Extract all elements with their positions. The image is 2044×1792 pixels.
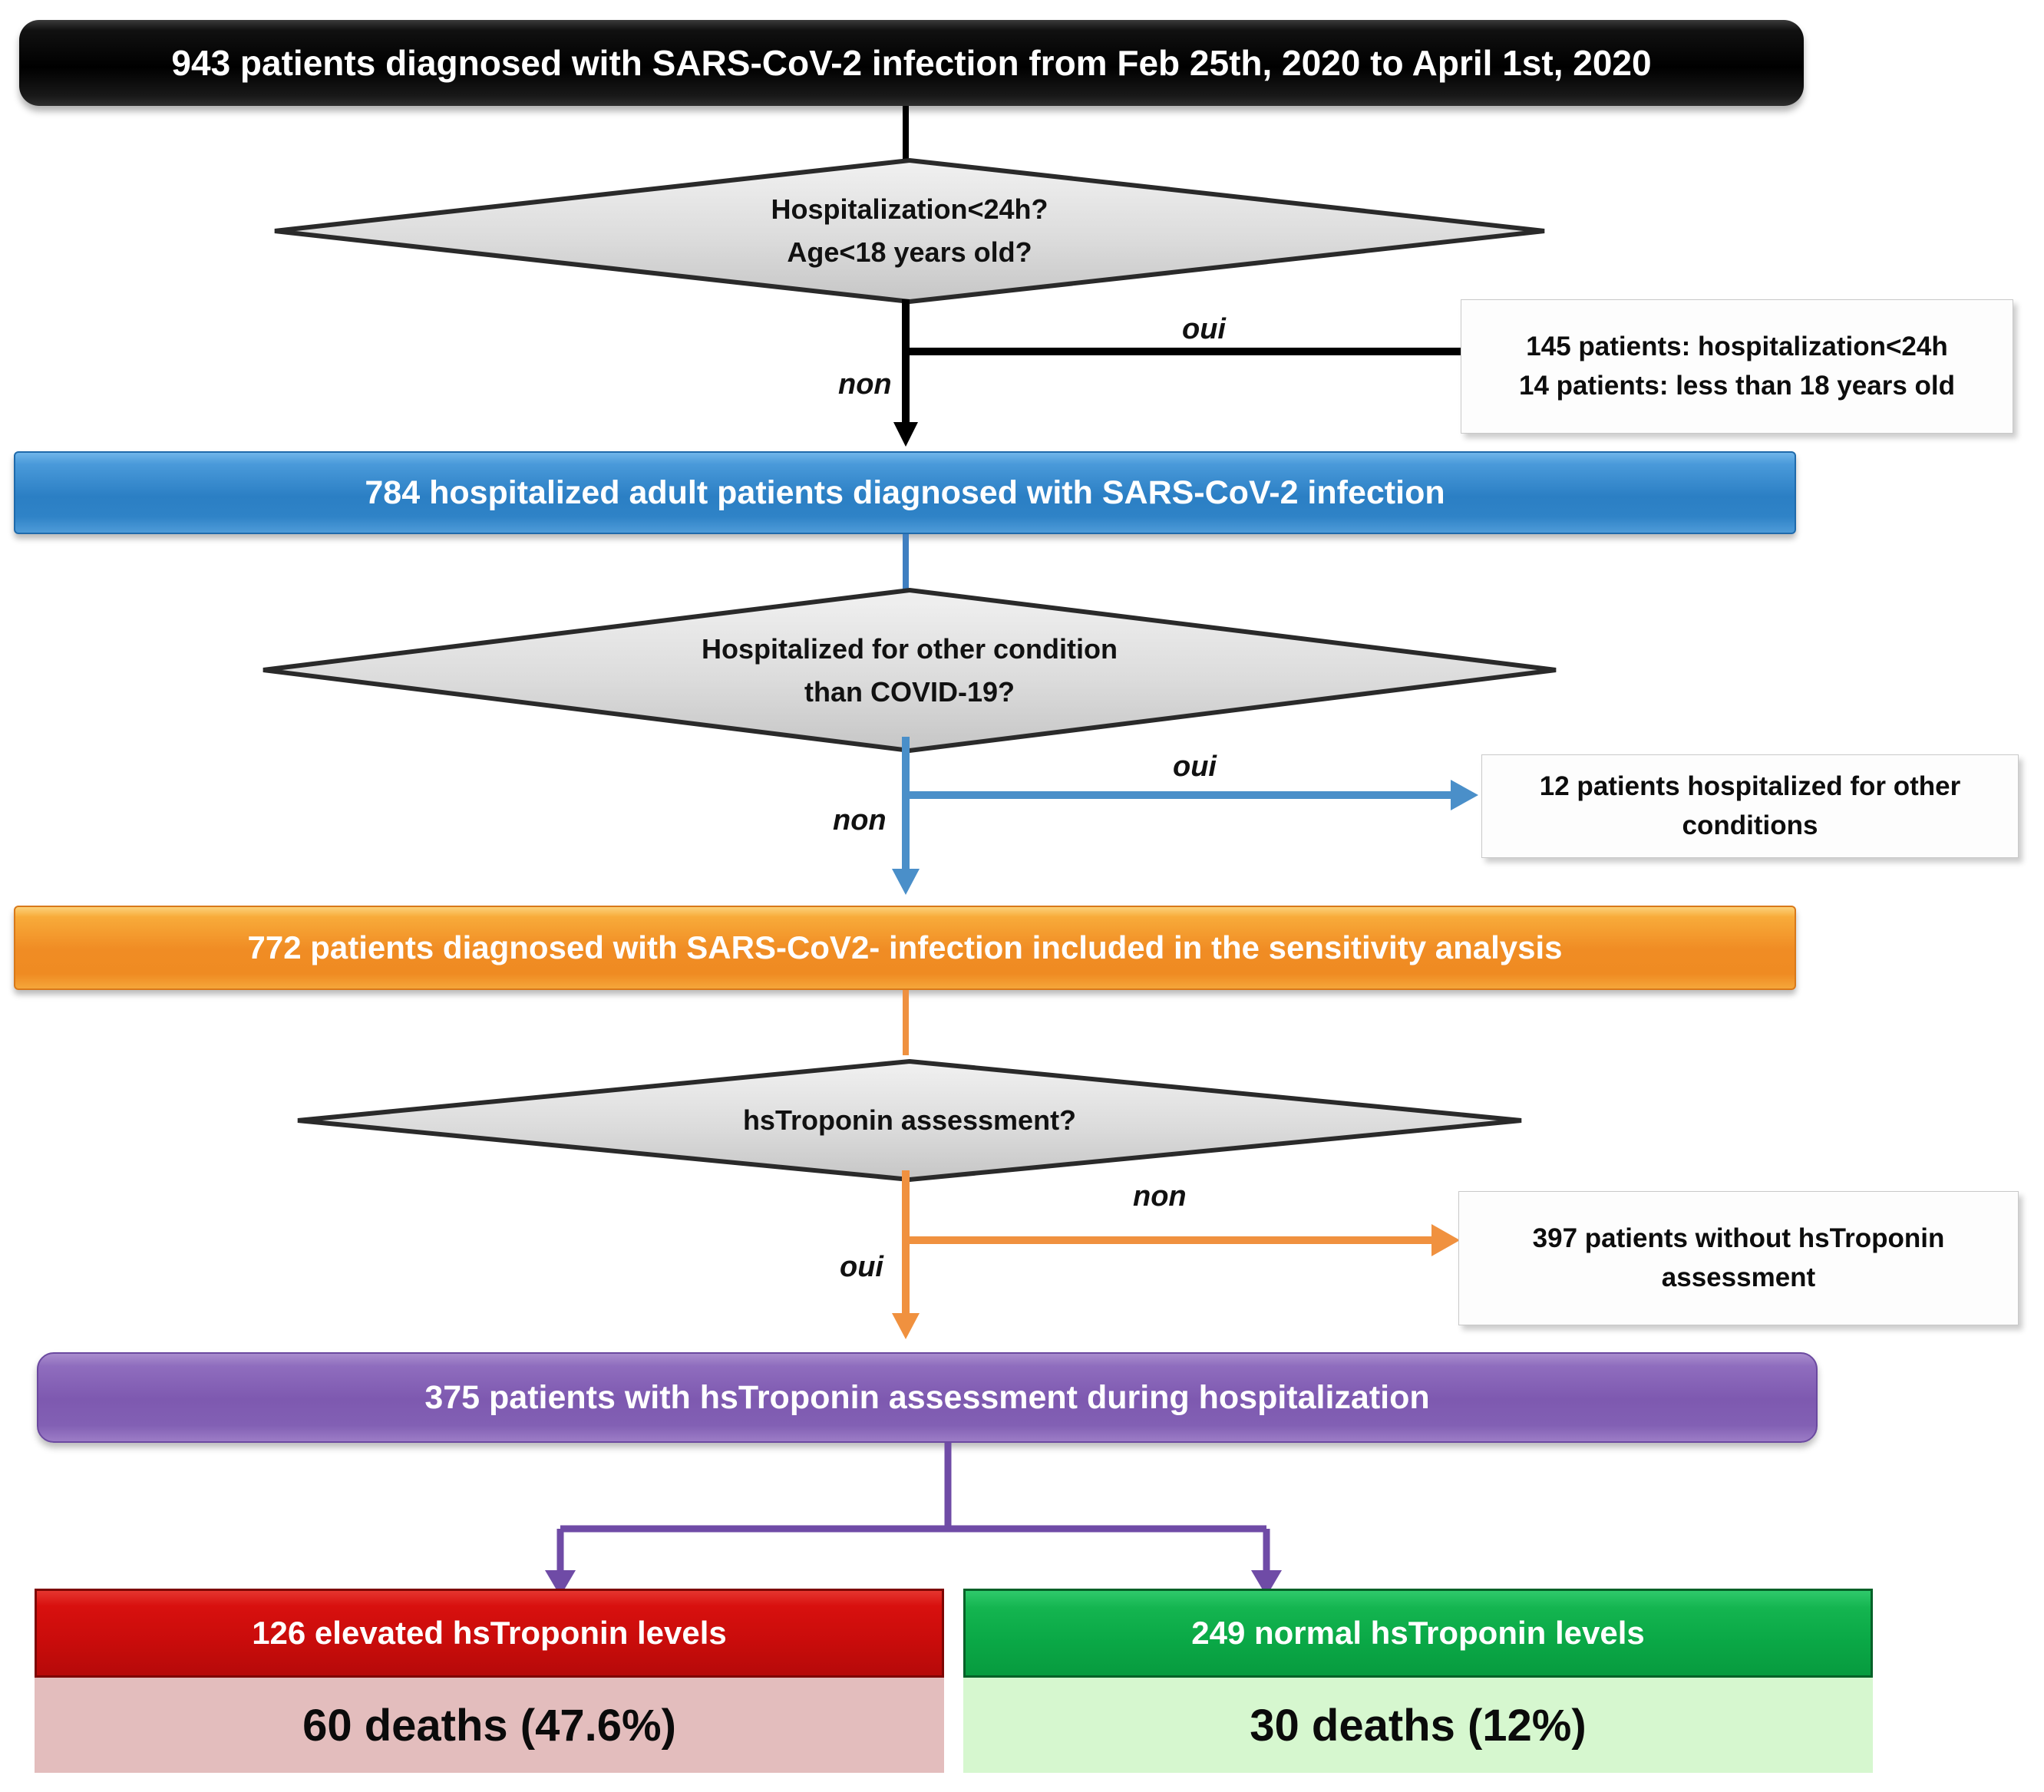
branch-label-decision3-yes-text: oui: [840, 1251, 883, 1283]
branch-label-decision1-no-text: non: [838, 368, 892, 401]
branch-label-decision3-no-text: non: [1133, 1180, 1187, 1213]
branch-label-decision2-yes-text: oui: [1173, 751, 1217, 783]
branch-label-decision3-no: non: [1133, 1180, 1187, 1213]
branch-label-decision1-yes-text: oui: [1182, 313, 1226, 345]
branch-label-decision3-yes: oui: [840, 1251, 883, 1284]
outcome-normal-body-label: 30 deaths (12%): [1250, 1700, 1587, 1751]
exclusion-1-line-1: 145 patients: hospitalization<24h: [1526, 331, 1948, 361]
branch-label-decision2-no: non: [833, 804, 887, 837]
node-outcome-normal-body: 30 deaths (12%): [963, 1678, 1873, 1773]
connector-decision1-branches: [867, 299, 1488, 447]
exclusion-2-line-2: conditions: [1682, 810, 1818, 840]
node-cohort-784-label: 784 hospitalized adult patients diagnose…: [365, 474, 1445, 511]
branch-label-decision2-yes: oui: [1173, 751, 1217, 784]
branch-label-decision1-no: non: [838, 368, 892, 401]
node-decision-1: Hospitalization<24h? Age<18 years old?: [272, 158, 1547, 304]
node-exclusion-2: 12 patients hospitalized for other condi…: [1481, 754, 2019, 858]
node-outcome-elevated-body: 60 deaths (47.6%): [35, 1678, 944, 1773]
connector-orange-to-decision3: [894, 990, 917, 1055]
exclusion-3-line-1: 397 patients without hsTroponin: [1532, 1223, 1945, 1253]
connector-purple-split: [484, 1443, 1305, 1596]
node-cohort-375-label: 375 patients with hsTroponin assessment …: [424, 1378, 1430, 1416]
branch-label-decision1-yes: oui: [1182, 313, 1226, 346]
node-exclusion-3: 397 patients without hsTroponin assessme…: [1458, 1191, 2019, 1325]
connector-blue-to-decision2: [894, 534, 917, 596]
node-cohort-total-label: 943 patients diagnosed with SARS-CoV-2 i…: [171, 43, 1652, 83]
node-cohort-772-label: 772 patients diagnosed with SARS-CoV2- i…: [247, 929, 1563, 965]
outcome-normal-head-label: 249 normal hsTroponin levels: [1191, 1615, 1645, 1651]
node-exclusion-1: 145 patients: hospitalization<24h 14 pat…: [1461, 299, 2013, 434]
branch-label-decision2-no-text: non: [833, 804, 887, 837]
node-cohort-772: 772 patients diagnosed with SARS-CoV2- i…: [14, 906, 1796, 990]
node-cohort-784: 784 hospitalized adult patients diagnose…: [14, 451, 1796, 534]
exclusion-1-line-2: 14 patients: less than 18 years old: [1518, 370, 1955, 401]
connector-black-to-decision1: [894, 106, 917, 167]
node-outcome-elevated-head: 126 elevated hsTroponin levels: [35, 1589, 944, 1678]
node-decision-3: hsTroponin assessment?: [296, 1059, 1524, 1182]
outcome-elevated-head-label: 126 elevated hsTroponin levels: [252, 1615, 727, 1651]
node-outcome-normal-head: 249 normal hsTroponin levels: [963, 1589, 1873, 1678]
outcome-elevated-body-label: 60 deaths (47.6%): [302, 1700, 676, 1751]
exclusion-3-line-2: assessment: [1661, 1262, 1816, 1292]
exclusion-2-line-1: 12 patients hospitalized for other: [1539, 771, 1961, 801]
connector-decision3-branches: [867, 1170, 1474, 1339]
node-cohort-total: 943 patients diagnosed with SARS-CoV-2 i…: [19, 20, 1804, 106]
node-decision-2: Hospitalized for other condition than CO…: [261, 588, 1558, 753]
connector-decision2-branches: [867, 737, 1478, 895]
node-cohort-375: 375 patients with hsTroponin assessment …: [37, 1352, 1818, 1443]
